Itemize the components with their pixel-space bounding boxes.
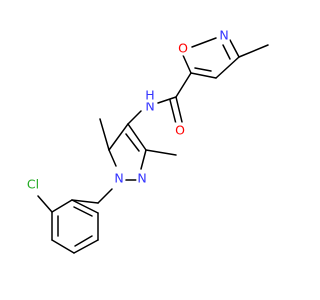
bond-c5-carbonyl [175,72,192,98]
bond-carbonyl-oxygen [175,96,183,123]
bond-n-c3-isoxazole-inner [222,44,231,60]
bond-c4-c3-pyrazole-inner [125,133,140,152]
bond-c4-c5-isoxazole-inner [194,67,212,72]
atom-label-knockout [136,170,148,186]
atom-label-knockout [144,87,156,103]
atom-label-cl: Cl [27,177,39,192]
bond-c3-methyl [145,149,177,156]
bond-phenyl-c1-c2 [51,199,73,213]
bond-layer [37,37,269,254]
bond-c4-c5-pyrazole [108,123,129,151]
bond-carbonyl-nh [157,96,177,104]
atom-label-layer: O N N H O N N Cl [25,27,230,192]
bond-phenyl-c3-c4 [51,239,75,254]
bond-phenyl-c4-c5 [73,239,99,254]
atom-label-knockout [144,98,156,114]
bond-phenyl-c6-c1-inner [73,206,93,217]
bond-carbonyl-oxygen-inner [169,99,177,125]
bond-phenyl-c4-c5-inner [74,235,93,247]
bond-n1-ch2 [97,188,113,204]
atom-label-knockout [113,170,125,186]
bond-nh-c4-pyrazole [127,110,142,125]
bond-c4-c3-pyrazole [127,123,147,151]
atom-label-knockout [174,122,187,138]
atom-label-knockout [218,27,230,43]
bond-phenyl-cl [37,195,53,213]
atom-label-knockout [177,40,190,56]
atom-label-n2-pyrazole: N [137,171,146,186]
atom-label-o-carbonyl: O [175,123,185,138]
bond-o-c5-isoxazole [181,52,192,74]
atom-label-n-isoxazole: N [219,28,228,43]
bond-o-n-isoxazole [191,37,217,48]
bond-n-c3-isoxazole [229,39,240,58]
bond-c4-c5-isoxazole [190,72,217,79]
bond-c3-c4-isoxazole [215,56,240,79]
bond-phenyl-c6-c1 [71,199,99,214]
molecule-structure-diagram: O N N H O N N Cl [25,27,269,254]
atom-label-n1-pyrazole: N [114,171,123,186]
structure-canvas: O N N H O N N Cl [25,27,269,254]
bond-ch2-c1-phenyl [71,199,99,204]
atom-label-knockout [25,176,41,192]
bond-c5-n1-pyrazole [108,149,117,167]
atom-label-h-amide: H [145,88,154,103]
atom-label-nh-amide: N [145,99,154,114]
bond-c5-methyl [99,118,110,151]
bond-c3-n2-pyrazole [140,149,147,170]
bond-c3-methyl [238,44,269,58]
atom-label-o-isoxazole: O [178,41,188,56]
